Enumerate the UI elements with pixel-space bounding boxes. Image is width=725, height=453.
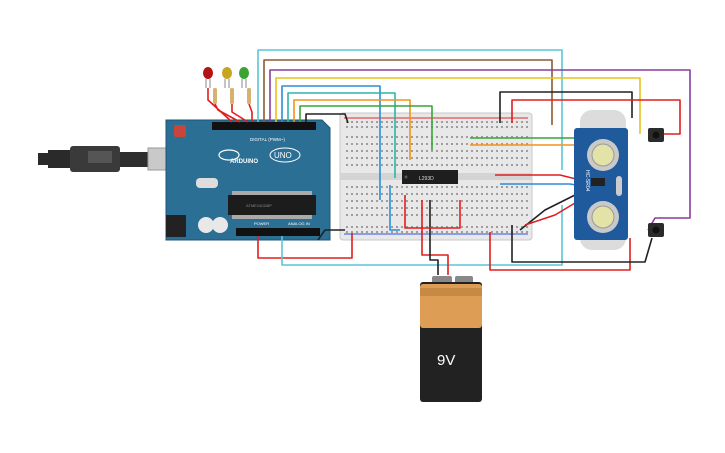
push-button-top[interactable] (648, 128, 664, 142)
led-green (239, 67, 249, 88)
led-yellow (222, 67, 232, 88)
digital-header (212, 122, 316, 130)
reset-button (174, 125, 186, 137)
chip-label: L293D (419, 176, 434, 182)
arduino-model-label: UNO (274, 151, 292, 160)
chip-label-atmega: ATMEGA328P (246, 203, 272, 208)
resistors (213, 88, 251, 104)
wires (207, 49, 691, 275)
arduino-uno[interactable]: DIGITAL (PWM~) ARDUINO UNO POWER ANALOG … (165, 119, 331, 241)
battery-label: 9V (437, 352, 455, 369)
power-header-label: POWER (254, 221, 269, 226)
sensor-label: HC-SR04 (584, 170, 590, 192)
led-array[interactable] (203, 67, 251, 104)
led-red (203, 67, 213, 88)
arduino-logo (218, 149, 240, 161)
power-header (236, 228, 320, 236)
analog-header-label: ANALOG IN (288, 221, 310, 226)
battery-9v[interactable]: 9V (420, 276, 482, 402)
l293d-chip[interactable]: L293D (402, 170, 458, 184)
usb-cable (38, 146, 177, 172)
ultrasonic-sensor[interactable]: HC-SR04 (574, 110, 628, 250)
push-button-bottom[interactable] (648, 223, 664, 237)
atmega-chip (228, 195, 316, 215)
breadboard-holes (346, 121, 528, 233)
digital-header-label: DIGITAL (PWM~) (250, 137, 285, 142)
arduino-brand-label: ARDUINO (230, 159, 258, 165)
